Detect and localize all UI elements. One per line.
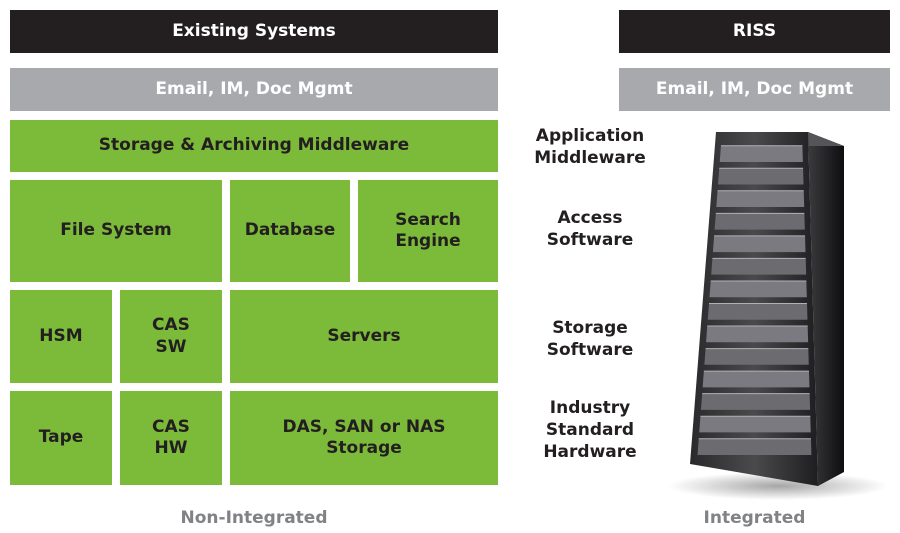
layer-storage-software: Storage Software [546, 318, 634, 360]
cas-sw-box: CAS SW [120, 290, 222, 383]
rack-slot [706, 326, 809, 343]
layer-application-middleware: Application Middleware [534, 126, 646, 168]
existing-systems-title: Existing Systems [172, 20, 336, 41]
rack-slot [718, 168, 804, 185]
server-rack-image [668, 132, 888, 500]
rack-slot [704, 348, 809, 365]
hsm-box: HSM [10, 290, 112, 383]
non-integrated-caption: Non-Integrated [180, 508, 328, 528]
layer-access-software: Access Software [546, 208, 634, 250]
search-engine-label: Search Engine [395, 209, 461, 251]
rack-slot [712, 235, 806, 253]
rack-slot [699, 416, 811, 433]
search-engine-box: Search Engine [358, 180, 498, 282]
right-apps-label: Email, IM, Doc Mgmt [655, 78, 854, 99]
tape-label: Tape [38, 427, 84, 448]
database-label: Database [244, 220, 336, 241]
cas-hw-label: CAS HW [152, 416, 190, 458]
servers-label: Servers [327, 325, 401, 346]
cas-hw-box: CAS HW [120, 391, 222, 485]
layer-industry-standard-hardware: Industry Standard Hardware [543, 398, 637, 462]
existing-systems-header: Existing Systems [10, 10, 498, 53]
file-system-box: File System [10, 180, 222, 282]
left-apps-label: Email, IM, Doc Mgmt [155, 78, 353, 99]
right-apps-bar: Email, IM, Doc Mgmt [619, 68, 890, 111]
das-san-nas-storage-box: DAS, SAN or NAS Storage [230, 391, 498, 485]
servers-box: Servers [230, 290, 498, 383]
rack-slot [719, 145, 803, 162]
rack-slot [716, 190, 805, 208]
riss-title: RISS [732, 20, 777, 41]
rack-slot [707, 303, 808, 320]
hsm-label: HSM [39, 325, 83, 346]
integrated-caption: Integrated [703, 508, 806, 528]
rack-slot [711, 258, 807, 275]
riss-header: RISS [619, 10, 890, 53]
rack-slot [697, 438, 812, 455]
database-box: Database [230, 180, 350, 282]
storage-archiving-middleware-box: Storage & Archiving Middleware [10, 120, 498, 172]
rack-slot [702, 371, 810, 388]
tape-box: Tape [10, 391, 112, 485]
file-system-label: File System [60, 220, 172, 241]
cas-sw-label: CAS SW [152, 315, 190, 357]
rack-slot [709, 280, 807, 298]
middleware-label: Storage & Archiving Middleware [98, 135, 410, 156]
rack-slot [714, 213, 805, 230]
rack-slot [700, 393, 811, 410]
storage-label: DAS, SAN or NAS Storage [282, 416, 446, 458]
left-apps-bar: Email, IM, Doc Mgmt [10, 68, 498, 111]
